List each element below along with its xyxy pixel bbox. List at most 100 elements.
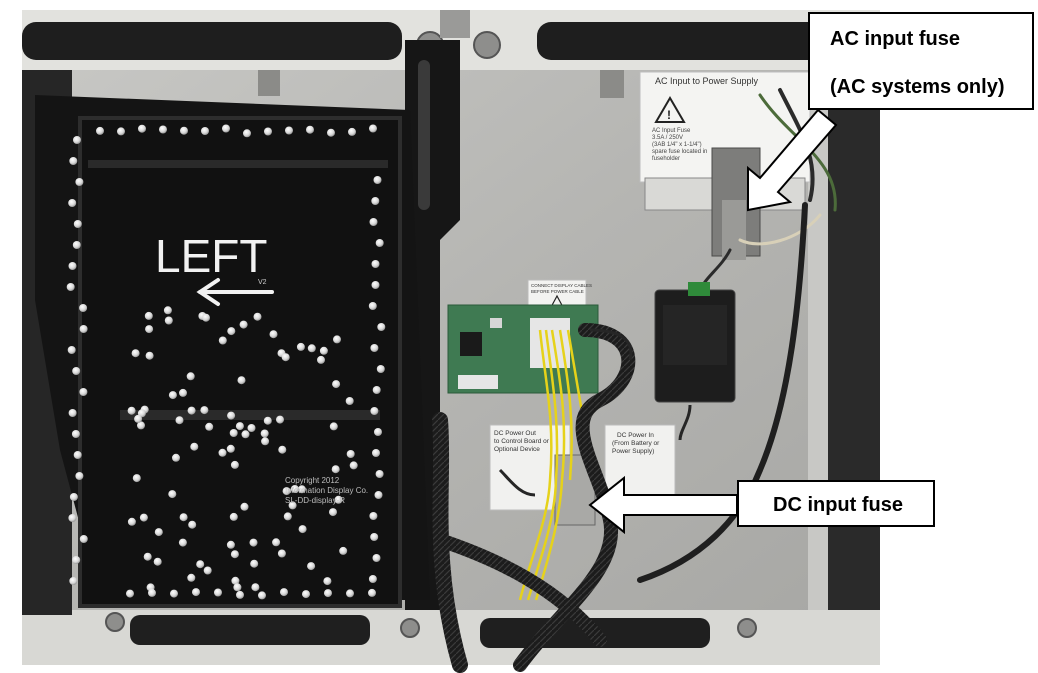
led-dot xyxy=(376,365,385,373)
led-dot xyxy=(302,590,310,599)
led-dot xyxy=(371,260,380,268)
led-dot xyxy=(66,283,75,291)
led-dot xyxy=(196,560,205,569)
led-dot xyxy=(138,124,146,133)
led-dot xyxy=(277,549,286,558)
led-dot xyxy=(186,372,195,381)
led-dot xyxy=(148,588,156,597)
led-dot xyxy=(222,124,230,133)
led-dot xyxy=(139,513,148,522)
led-dot xyxy=(72,556,81,564)
led-dot xyxy=(369,124,377,133)
led-dot xyxy=(236,590,244,599)
dc-power-out-2: to Control Board or xyxy=(494,438,550,445)
led-dot xyxy=(187,406,196,415)
led-dot xyxy=(218,336,227,345)
led-dot xyxy=(372,449,380,457)
led-dot xyxy=(126,589,134,598)
ac-fuse-note-2: 3.5A / 250V xyxy=(652,135,683,141)
dc-power-in-2: (From Battery or xyxy=(612,440,660,447)
led-dot xyxy=(324,589,332,598)
led-dot xyxy=(69,157,78,165)
dc-fuse-callout: DC input fuse xyxy=(737,480,935,527)
led-dot xyxy=(79,325,88,333)
led-dot xyxy=(327,128,335,137)
led-dot xyxy=(345,397,354,405)
led-dot xyxy=(69,577,78,585)
led-dot xyxy=(230,460,239,469)
led-dot xyxy=(317,355,325,364)
led-dot xyxy=(170,589,178,598)
led-array xyxy=(66,124,386,600)
led-dot xyxy=(73,136,81,144)
led-dot xyxy=(368,588,376,597)
led-dot xyxy=(297,485,306,494)
led-dot xyxy=(290,485,299,493)
led-dot xyxy=(143,552,152,561)
led-dot xyxy=(132,474,141,483)
connect-cables-2: BEFORE POWER CABLE xyxy=(531,289,584,294)
led-dot xyxy=(73,220,82,228)
led-dot xyxy=(69,493,78,501)
led-dot xyxy=(285,126,293,135)
led-dot xyxy=(235,422,244,431)
led-dot xyxy=(117,127,125,136)
led-dot xyxy=(190,442,199,451)
ac-fuse-callout: AC input fuse (AC systems only) xyxy=(808,12,1034,110)
led-dot xyxy=(231,576,240,585)
led-dot xyxy=(269,330,278,339)
led-dot xyxy=(68,514,77,522)
led-dot xyxy=(264,127,272,136)
dc-power-in-1: DC Power In xyxy=(617,432,654,439)
led-dot xyxy=(306,125,314,134)
led-dot xyxy=(369,512,378,520)
led-dot xyxy=(179,388,187,397)
led-dot xyxy=(145,351,154,360)
led-dot xyxy=(349,461,358,470)
led-dot xyxy=(250,559,259,568)
led-dot xyxy=(375,239,384,247)
ac-fuse-arrow xyxy=(747,108,838,212)
svg-text:!: ! xyxy=(667,108,671,122)
led-dot xyxy=(247,424,256,432)
led-dot xyxy=(203,566,212,575)
led-dot xyxy=(272,538,281,547)
copyright-block: Copyright 2012 Information Display Co. S… xyxy=(285,476,368,505)
led-dot xyxy=(73,451,82,459)
led-dot xyxy=(331,465,340,474)
led-dot xyxy=(164,316,173,325)
left-arrow-mark xyxy=(196,278,274,306)
led-dot xyxy=(229,512,238,521)
led-display-board: LEFT V2 Copyright 2012 Information Displ… xyxy=(35,95,430,608)
led-dot xyxy=(201,127,209,135)
dc-power-out-3: Optional Device xyxy=(494,446,540,453)
led-dot xyxy=(75,178,84,186)
led-dot xyxy=(227,327,236,336)
led-dot xyxy=(226,444,235,453)
led-dot xyxy=(239,320,248,329)
led-dot xyxy=(332,380,341,389)
led-dot xyxy=(72,367,81,375)
led-dot xyxy=(172,453,180,462)
led-dot xyxy=(298,525,307,534)
ac-fuse-note-3: (3AB 1/4" x 1-1/4") xyxy=(652,142,702,148)
dc-power-in-3: Power Supply) xyxy=(612,448,654,455)
led-dot xyxy=(131,349,140,358)
led-dot xyxy=(72,241,81,249)
led-dot xyxy=(278,445,287,454)
led-dot xyxy=(260,429,269,438)
led-dot xyxy=(180,126,188,135)
led-dot xyxy=(137,421,145,430)
led-dot xyxy=(200,406,209,415)
copyright-line-3: SL-DD-display-R xyxy=(285,496,345,505)
led-dot xyxy=(127,406,136,415)
led-dot xyxy=(346,450,355,458)
led-dot xyxy=(283,512,292,521)
led-dot xyxy=(370,407,379,415)
led-dot xyxy=(229,429,238,437)
led-dot xyxy=(163,306,172,315)
led-dot xyxy=(251,583,260,592)
dc-power-out-1: DC Power Out xyxy=(494,430,536,437)
led-dot xyxy=(288,501,297,510)
